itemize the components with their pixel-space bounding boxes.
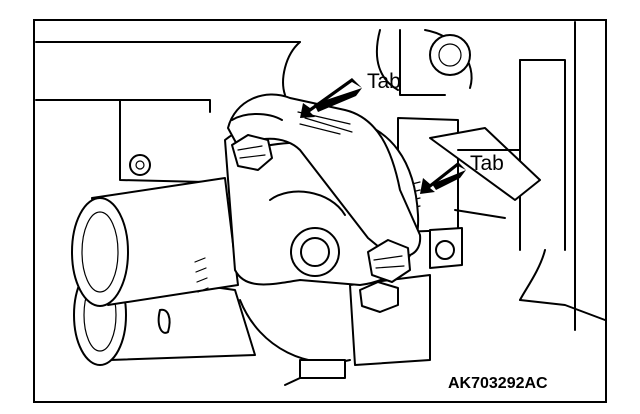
- housing-center-boss: [290, 227, 340, 277]
- water-inlet-pipe: [71, 177, 239, 307]
- tab-arrow-right: [420, 162, 466, 194]
- tab-arrow-upper: [300, 78, 362, 118]
- tab-label-right: Tab: [470, 152, 504, 175]
- upper-left-bolt: [231, 134, 273, 171]
- tab-label-upper: Tab: [367, 70, 401, 93]
- bottom-bolt: [359, 281, 399, 313]
- housing-flange: [227, 93, 422, 258]
- engine-block-background: [35, 21, 606, 331]
- lower-right-bolt: [367, 239, 411, 283]
- figure-code: AK703292AC: [448, 375, 548, 392]
